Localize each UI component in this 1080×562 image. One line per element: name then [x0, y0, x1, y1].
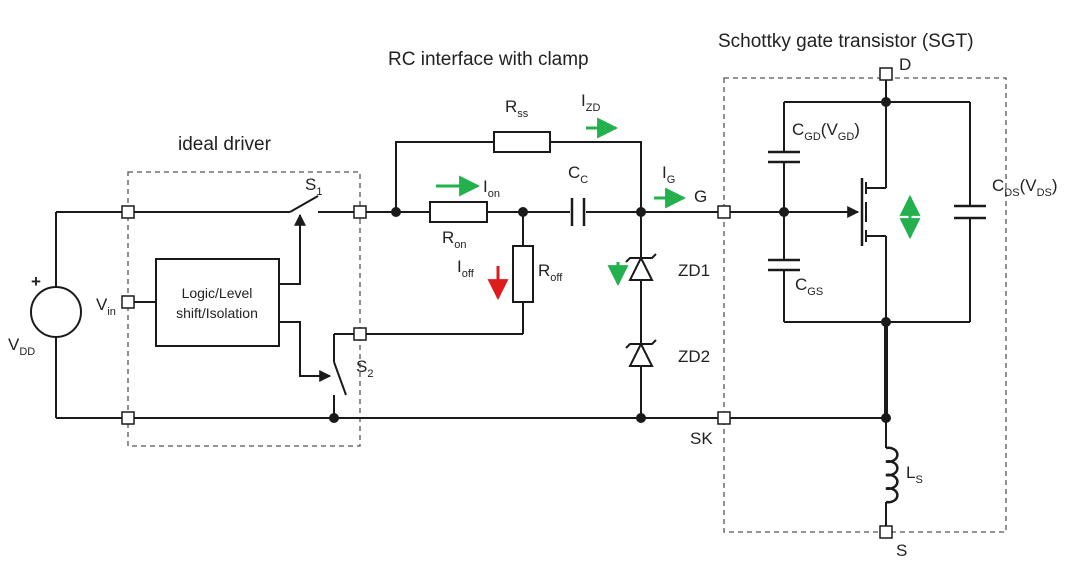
- ioff-label: Ioff: [457, 257, 475, 280]
- vdd-plus-sign: +: [31, 272, 41, 291]
- roff-label: Roff: [538, 261, 563, 284]
- terminal-sk-label: SK: [690, 429, 713, 448]
- vdd-label: VDD: [8, 335, 35, 358]
- port-terminals: [121, 67, 893, 539]
- izd-label: IZD: [581, 91, 600, 114]
- capacitor-cgs: [768, 258, 800, 272]
- rc-interface-title: RC interface with clamp: [388, 49, 589, 70]
- vdd-source: [30, 286, 82, 338]
- logic-box-line2: shift/Isolation: [176, 305, 258, 321]
- inductor-ls: [885, 446, 899, 504]
- sgt-boundary: [723, 77, 1007, 533]
- capacitor-cc: [570, 198, 586, 226]
- ls-label: LS: [906, 463, 923, 486]
- sgt-title: Schottky gate transistor (SGT): [718, 31, 974, 52]
- s1-label: S1: [305, 175, 322, 198]
- ron-label: Ron: [442, 228, 467, 251]
- wiring: [55, 74, 971, 526]
- rss-label: Rss: [505, 97, 529, 120]
- capacitor-cds: [954, 204, 986, 220]
- terminal-g-label: G: [694, 187, 707, 206]
- terminal-s-label: S: [896, 541, 907, 560]
- cgd-label: CGD(VGD): [792, 120, 860, 143]
- ideal-driver-boundary: [127, 171, 361, 447]
- switch-s2: [318, 361, 347, 396]
- junction-dots: [329, 97, 891, 423]
- sgt-transistor-symbol: [846, 178, 887, 246]
- resistor-ron: [429, 201, 488, 223]
- cds-label: CDS(VDS): [992, 176, 1058, 199]
- resistor-roff: [512, 245, 534, 303]
- resistor-rss: [493, 131, 551, 153]
- s2-label: S2: [356, 357, 373, 380]
- cc-label: CC: [568, 163, 588, 186]
- cgs-label: CGS: [795, 275, 823, 298]
- logic-level-shift-box: [155, 258, 280, 347]
- vin-label: Vin: [96, 295, 116, 318]
- terminal-d-label: D: [899, 55, 911, 74]
- logic-box-line1: Logic/Level: [182, 285, 253, 301]
- ion-label: Ion: [483, 177, 500, 200]
- zener-diode-zd1: [625, 253, 657, 281]
- capacitor-cgd: [768, 150, 800, 164]
- switch-s1: [289, 195, 319, 226]
- ideal-driver-title: ideal driver: [178, 134, 272, 155]
- zd2-label: ZD2: [678, 347, 710, 366]
- zener-diode-zd2: [625, 339, 657, 367]
- zd1-label: ZD1: [678, 261, 710, 280]
- ig-label: IG: [662, 163, 675, 186]
